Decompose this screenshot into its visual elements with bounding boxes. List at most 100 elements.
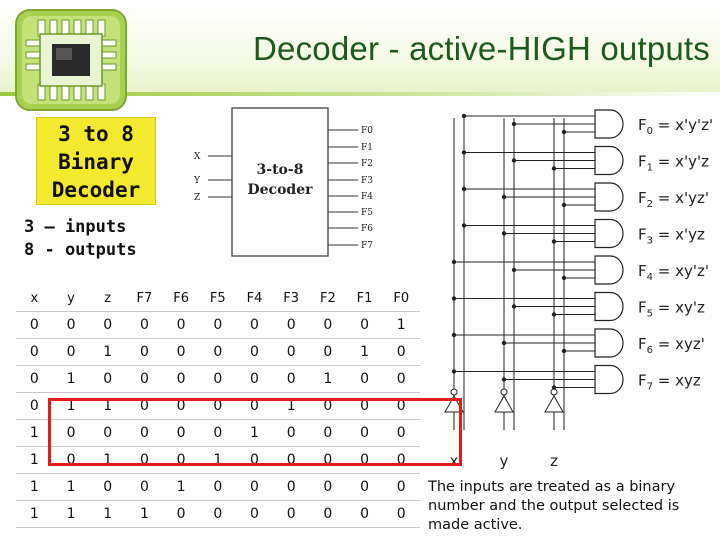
junction-dot-icon — [461, 223, 467, 228]
and-gate-icon — [594, 328, 624, 358]
junction-dot-icon — [461, 150, 467, 155]
table-cell: 0 — [126, 365, 163, 393]
label-line: 3 to 8 — [58, 122, 134, 146]
block-input-label: Y — [193, 176, 201, 186]
table-cell: 0 — [162, 392, 200, 420]
table-cell: 1 — [89, 446, 127, 474]
table-cell: 1 — [52, 365, 90, 393]
table-cell: 0 — [162, 419, 200, 447]
table-header: F7 — [126, 285, 163, 312]
table-cell: 0 — [382, 473, 420, 501]
table-cell: 1 — [52, 392, 90, 420]
table-cell: 1 — [382, 311, 420, 339]
junction-dot-icon — [451, 296, 457, 301]
table-cell: 0 — [89, 419, 127, 447]
label-line: Binary — [58, 150, 134, 174]
table-cell: 0 — [382, 392, 420, 420]
and-gate-icon — [594, 182, 624, 212]
table-cell: 0 — [126, 473, 163, 501]
table-cell: 0 — [236, 392, 273, 420]
and-gate-icon — [594, 364, 624, 395]
table-cell: 0 — [346, 473, 383, 501]
table-cell: 0 — [16, 338, 53, 366]
chip-icon — [15, 9, 127, 111]
inverter-gate-icon — [444, 394, 464, 413]
inverter-bubble-icon — [550, 388, 558, 396]
table-header: z — [89, 285, 127, 312]
table-cell: 0 — [126, 419, 163, 447]
header-divider — [0, 92, 720, 96]
table-cell: 0 — [52, 446, 90, 474]
table-cell: 1 — [16, 500, 53, 528]
table-cell: 0 — [236, 500, 273, 528]
table-cell: 0 — [162, 365, 200, 393]
inverter-bubble-icon — [500, 388, 508, 396]
output-equation: F1 = x'y'z — [638, 153, 709, 174]
table-cell: 0 — [126, 311, 163, 339]
table-header: F1 — [346, 285, 383, 312]
table-cell: 1 — [52, 500, 90, 528]
table-cell: 0 — [346, 311, 383, 339]
page-title: Decoder - active-HIGH outputs — [253, 30, 710, 67]
caption-text: The inputs are treated as a binary numbe… — [428, 479, 680, 533]
table-cell: 0 — [236, 473, 273, 501]
junction-dot-icon — [511, 158, 517, 163]
block-output-label: F7 — [361, 241, 373, 251]
table-cell: 0 — [162, 500, 200, 528]
table-cell: 0 — [272, 446, 310, 474]
junction-dot-icon — [511, 267, 517, 273]
table-cell: 0 — [162, 311, 200, 339]
table-cell: 0 — [199, 311, 237, 339]
junction-dot-icon — [561, 202, 567, 208]
circuit-input-label: x — [450, 452, 459, 470]
table-cell: 1 — [309, 365, 347, 393]
junction-dot-icon — [511, 304, 517, 309]
junction-dot-icon — [451, 332, 457, 338]
table-header-row: x y z F7 F6 F5 F4 F3 F2 F1 F0 — [16, 285, 420, 312]
table-cell: 0 — [272, 311, 310, 339]
block-name: Decoder — [248, 182, 314, 198]
table-cell: 0 — [346, 392, 383, 420]
table-cell: 0 — [382, 365, 420, 393]
table-header: F3 — [272, 285, 310, 312]
block-output-label: F6 — [361, 224, 373, 234]
table-cell: 0 — [382, 338, 420, 366]
table-cell: 1 — [16, 419, 53, 447]
table-cell: 0 — [382, 419, 420, 447]
block-output-label: F4 — [361, 192, 373, 202]
table-cell: 0 — [272, 338, 310, 366]
junction-dot-icon — [561, 348, 567, 354]
junction-dot-icon — [501, 194, 507, 200]
table-header: F5 — [199, 285, 237, 312]
table-cell: 0 — [199, 365, 237, 393]
output-equation: F3 = x'yz — [638, 226, 705, 247]
table-cell: 0 — [346, 500, 383, 528]
table-cell: 1 — [199, 446, 237, 474]
and-gate-icon — [594, 291, 624, 322]
table-cell: 0 — [126, 338, 163, 366]
table-cell: 0 — [16, 311, 53, 339]
table-cell: 0 — [199, 392, 237, 420]
junction-dot-icon — [451, 259, 457, 265]
junction-dot-icon — [551, 239, 557, 244]
table-cell: 1 — [162, 473, 200, 501]
junction-dot-icon — [461, 113, 467, 119]
table-cell: 0 — [162, 338, 200, 366]
output-equation: F5 = xy'z — [638, 299, 705, 320]
table-header: x — [16, 285, 53, 312]
io-description: 3 – inputs 8 - outputs — [24, 216, 137, 262]
table-cell: 1 — [126, 500, 163, 528]
table-cell: 0 — [236, 338, 273, 366]
inverter-gate-icon — [544, 394, 564, 413]
table-header: F6 — [162, 285, 200, 312]
table-cell: 0 — [16, 365, 53, 393]
table-cell: 0 — [126, 392, 163, 420]
table-cell: 0 — [89, 473, 127, 501]
block-output-label: F2 — [361, 159, 373, 169]
block-name: 3-to-8 — [257, 162, 304, 178]
decoder-block-diagram: X Y Z 3-to-8 Decoder F0 F1 F2 F3 F4 F5 F… — [193, 107, 373, 257]
